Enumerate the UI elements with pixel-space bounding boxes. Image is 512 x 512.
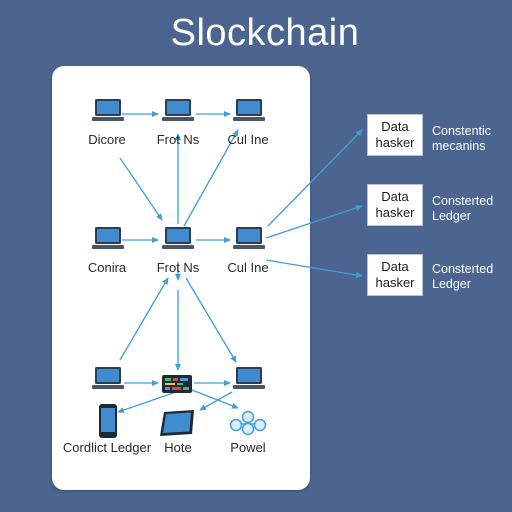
side-label-2: Consterted Ledger xyxy=(432,194,512,224)
node-label-r1-3: Cul Ine xyxy=(227,132,269,147)
data-box-2: Data hasker xyxy=(367,184,423,226)
laptop-icon xyxy=(233,366,265,397)
tablet-icon xyxy=(160,410,196,441)
data-box-1-line2: hasker xyxy=(375,135,415,150)
laptop-icon xyxy=(92,366,124,397)
data-box-2-line1: Data xyxy=(381,189,409,204)
node-label-r2-3: Cul Ine xyxy=(227,260,269,275)
side-label-1: Constentic mecanins xyxy=(432,124,512,154)
data-box-1-line1: Data xyxy=(381,119,409,134)
network-nodes-icon xyxy=(228,410,268,441)
node-label-r1-1: Dicore xyxy=(88,132,126,147)
laptop-icon xyxy=(233,226,265,257)
laptop-icon xyxy=(92,226,124,257)
side-label-2-line1: Consterted xyxy=(432,194,494,208)
node-label-r3-2: Hote xyxy=(164,440,192,455)
smartphone-icon xyxy=(98,404,118,443)
laptop-icon xyxy=(92,98,124,129)
side-label-3: Consterted Ledger xyxy=(432,262,512,292)
data-box-2-line2: hasker xyxy=(375,205,415,220)
node-label-r2-2: Frot Ns xyxy=(156,260,200,275)
data-box-1: Data hasker xyxy=(367,114,423,156)
circuit-board-icon xyxy=(162,375,192,398)
laptop-icon xyxy=(162,226,194,257)
side-label-3-line2: Ledger xyxy=(432,277,471,291)
side-label-2-line2: Ledger xyxy=(432,209,471,223)
node-label-r2-1: Conira xyxy=(87,260,127,275)
side-label-1-line1: Constentic xyxy=(432,124,492,138)
data-box-3-line1: Data xyxy=(381,259,409,274)
side-label-3-line1: Consterted xyxy=(432,262,494,276)
node-label-r3-3: Powel xyxy=(230,440,266,455)
data-box-3-line2: hasker xyxy=(375,275,415,290)
laptop-icon xyxy=(162,98,194,129)
node-label-r1-2: Frot Ns xyxy=(156,132,200,147)
laptop-icon xyxy=(233,98,265,129)
node-label-r3-1: Cordlict Ledger xyxy=(62,440,152,455)
side-label-1-line2: mecanins xyxy=(432,139,486,153)
data-box-3: Data hasker xyxy=(367,254,423,296)
diagram-title: Slockchain xyxy=(170,12,360,54)
